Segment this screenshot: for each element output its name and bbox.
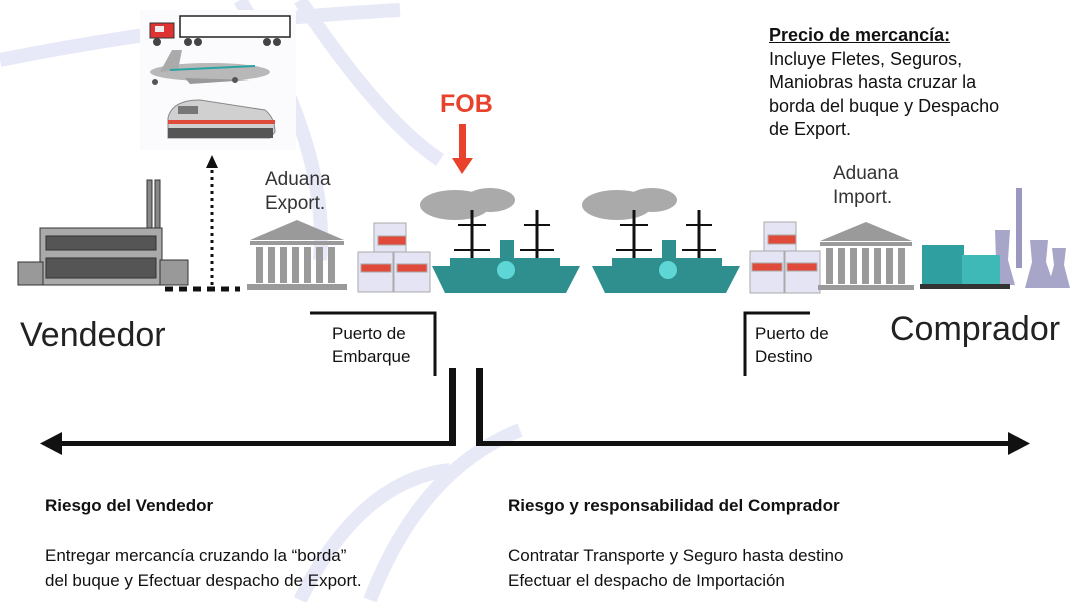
customs-export-building-icon — [247, 220, 347, 290]
power-plant-icon — [920, 188, 1070, 289]
aduana-import-label: Aduana Import. — [833, 162, 899, 210]
buyer-risk-line: Efectuar el despacho de Importación — [508, 571, 785, 590]
aduana-export-line: Aduana — [265, 169, 331, 190]
customs-import-building-icon — [818, 222, 914, 290]
ship-icon — [582, 188, 740, 293]
train-icon — [167, 99, 276, 139]
precio-note: Precio de mercancía: Incluye Fletes, Seg… — [769, 24, 999, 142]
seller-risk-line: Entregar mercancía cruzando la “borda” — [45, 546, 347, 565]
aduana-import-line: Aduana — [833, 163, 899, 184]
vendedor-label: Vendedor — [20, 316, 166, 354]
puerto-embarque-label: Puerto de Embarque — [332, 322, 410, 368]
precio-line: de Export. — [769, 119, 852, 139]
seller-risk-line: del buque y Efectuar despacho de Export. — [45, 571, 362, 590]
ship-icon — [420, 188, 580, 293]
puerto-destino-line: Destino — [755, 347, 813, 366]
cargo-boxes-icon — [749, 221, 821, 294]
seller-risk-title: Riesgo del Vendedor — [45, 496, 214, 515]
buyer-risk-line: Contratar Transporte y Seguro hasta dest… — [508, 546, 844, 565]
fob-label: FOB — [440, 90, 493, 118]
precio-line: borda del buque y Despacho — [769, 95, 1000, 116]
port-brackets — [310, 311, 810, 376]
precio-line: Maniobras hasta cruzar la — [769, 72, 977, 92]
precio-title: Precio de mercancía: — [769, 25, 951, 45]
fob-arrow-icon — [452, 124, 473, 174]
puerto-destino-line: Puerto de — [755, 324, 829, 343]
puerto-embarque-line: Embarque — [332, 347, 411, 366]
buyer-risk-title: Riesgo y responsabilidad del Comprador — [508, 496, 840, 515]
puerto-embarque-line: Puerto de — [332, 324, 406, 343]
seller-risk-text: Entregar mercancía cruzando la “borda” d… — [45, 543, 362, 593]
truck-icon — [149, 15, 291, 46]
transport-modes-icon — [140, 10, 296, 150]
precio-line: Incluye Fletes, Seguros, — [769, 48, 963, 69]
aduana-import-line: Import. — [833, 187, 893, 208]
buyer-risk-arrow — [476, 432, 1030, 455]
risk-transfer-divider — [449, 368, 483, 446]
aduana-export-label: Aduana Export. — [265, 168, 331, 216]
dotted-arrow-icon — [165, 155, 240, 292]
buyer-risk-text: Contratar Transporte y Seguro hasta dest… — [508, 543, 843, 593]
seller-risk-arrow — [40, 432, 455, 455]
comprador-label: Comprador — [890, 310, 1061, 348]
factory-icon — [17, 179, 189, 286]
aduana-export-line: Export. — [265, 193, 326, 214]
cargo-boxes-icon — [357, 222, 431, 293]
puerto-destino-label: Puerto de Destino — [755, 322, 829, 368]
airplane-icon — [150, 50, 270, 85]
